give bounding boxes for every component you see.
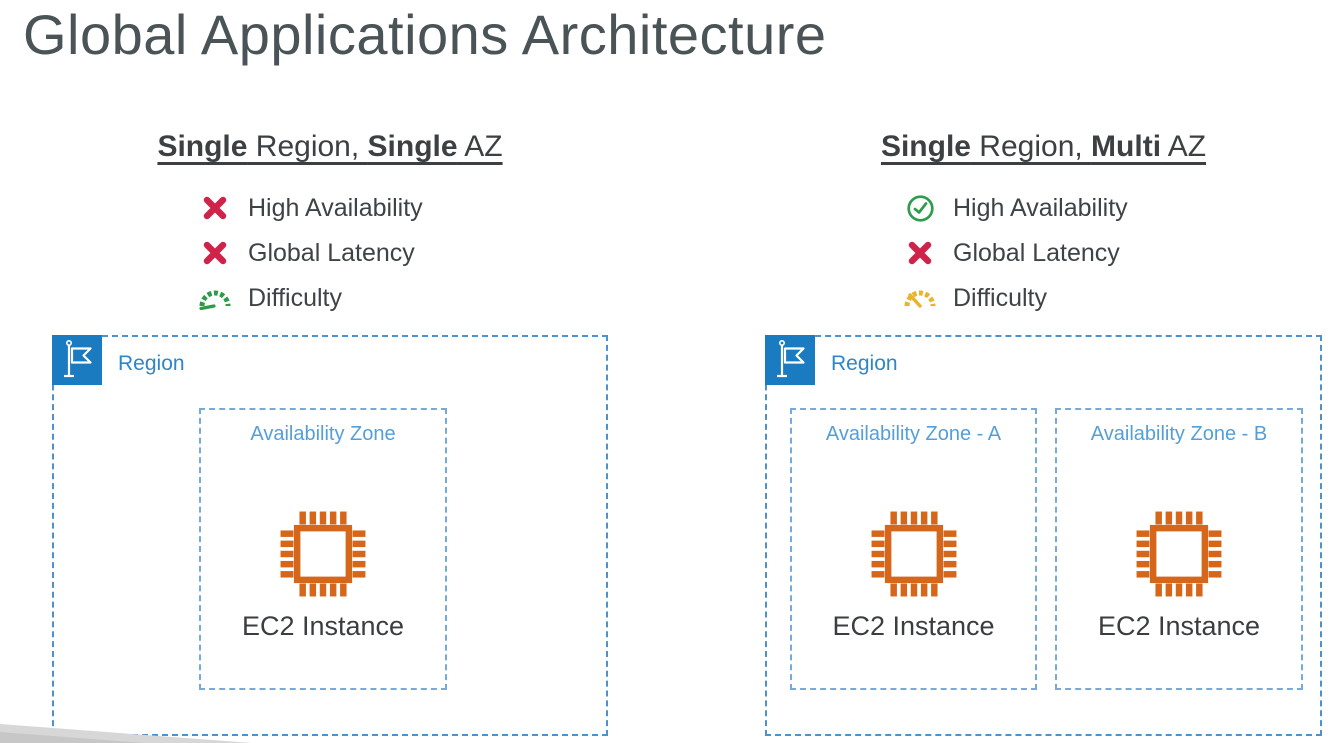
heading-part: Single: [367, 130, 458, 163]
heading-part: Single: [880, 130, 971, 163]
bullet-high-availability: High Availability: [198, 193, 423, 223]
availability-zone-label: Availability Zone - A: [825, 423, 1002, 445]
availability-zone-a-box: Availability Zone - A EC2 Instance: [790, 408, 1037, 690]
heading-part: Multi: [1091, 130, 1162, 163]
heading-part: Single: [157, 130, 248, 163]
bullet-label: Global Latency: [953, 238, 1120, 267]
ec2-instance-icon: [866, 506, 962, 607]
bullet-label: Difficulty: [248, 283, 343, 312]
corner-wedge-decoration: [0, 724, 252, 743]
region-box-multi-az: Region Availability Zone - A EC2: [765, 335, 1322, 736]
ec2-instance-label: EC2 Instance: [1097, 611, 1261, 641]
bullet-difficulty: Difficulty: [198, 283, 423, 313]
bullet-global-latency: Global Latency: [903, 238, 1128, 268]
availability-zone-label: Availability Zone: [250, 423, 396, 445]
heading-part: AZ: [1161, 130, 1207, 163]
region-flag-icon: [52, 335, 102, 385]
bullet-difficulty: Difficulty: [903, 283, 1128, 313]
az-content: EC2 Instance: [792, 506, 1035, 642]
bullet-label: Difficulty: [953, 283, 1048, 312]
bullet-list-multi-az: High Availability Global Latency Difficu…: [903, 193, 1128, 313]
bullet-list-single-az: High Availability Global Latency Difficu…: [198, 193, 423, 313]
heading-text: Single Region, Multi AZ: [881, 130, 1206, 163]
heading-part: Region,: [970, 130, 1092, 163]
ec2-instance-icon: [1131, 506, 1227, 607]
az-content: EC2 Instance: [201, 506, 445, 642]
heading-part: Region,: [247, 130, 368, 163]
heading-single-region-multi-az: Single Region, Multi AZ: [765, 130, 1322, 164]
region-flag-icon: [765, 335, 815, 385]
cross-icon: [198, 239, 232, 267]
bullet-label: Global Latency: [248, 238, 415, 267]
region-box-single-az: Region Availability Zone EC2 Ins: [52, 335, 608, 736]
page-title: Global Applications Architecture: [23, 3, 827, 66]
availability-zone-b-box: Availability Zone - B EC2 Instance: [1055, 408, 1303, 690]
ec2-instance-label: EC2 Instance: [832, 611, 995, 641]
availability-zone-label: Availability Zone - B: [1090, 423, 1268, 445]
heading-single-region-single-az: Single Region, Single AZ: [52, 130, 608, 164]
heading-part: AZ: [457, 130, 503, 163]
gauge-low-icon: [198, 284, 232, 312]
cross-icon: [903, 239, 937, 267]
check-circle-icon: [903, 194, 937, 223]
bullet-high-availability: High Availability: [903, 193, 1128, 223]
region-label: Region: [118, 352, 185, 375]
ec2-instance-label: EC2 Instance: [241, 611, 405, 641]
cross-icon: [198, 194, 232, 222]
gauge-mid-icon: [903, 284, 937, 312]
bullet-global-latency: Global Latency: [198, 238, 423, 268]
bullet-label: High Availability: [248, 193, 423, 222]
region-label: Region: [831, 352, 898, 375]
az-content: EC2 Instance: [1057, 506, 1301, 642]
ec2-instance-icon: [275, 506, 371, 607]
heading-text: Single Region, Single AZ: [157, 130, 502, 163]
availability-zone-box: Availability Zone EC2 Instance: [199, 408, 447, 690]
bullet-label: High Availability: [953, 193, 1128, 222]
